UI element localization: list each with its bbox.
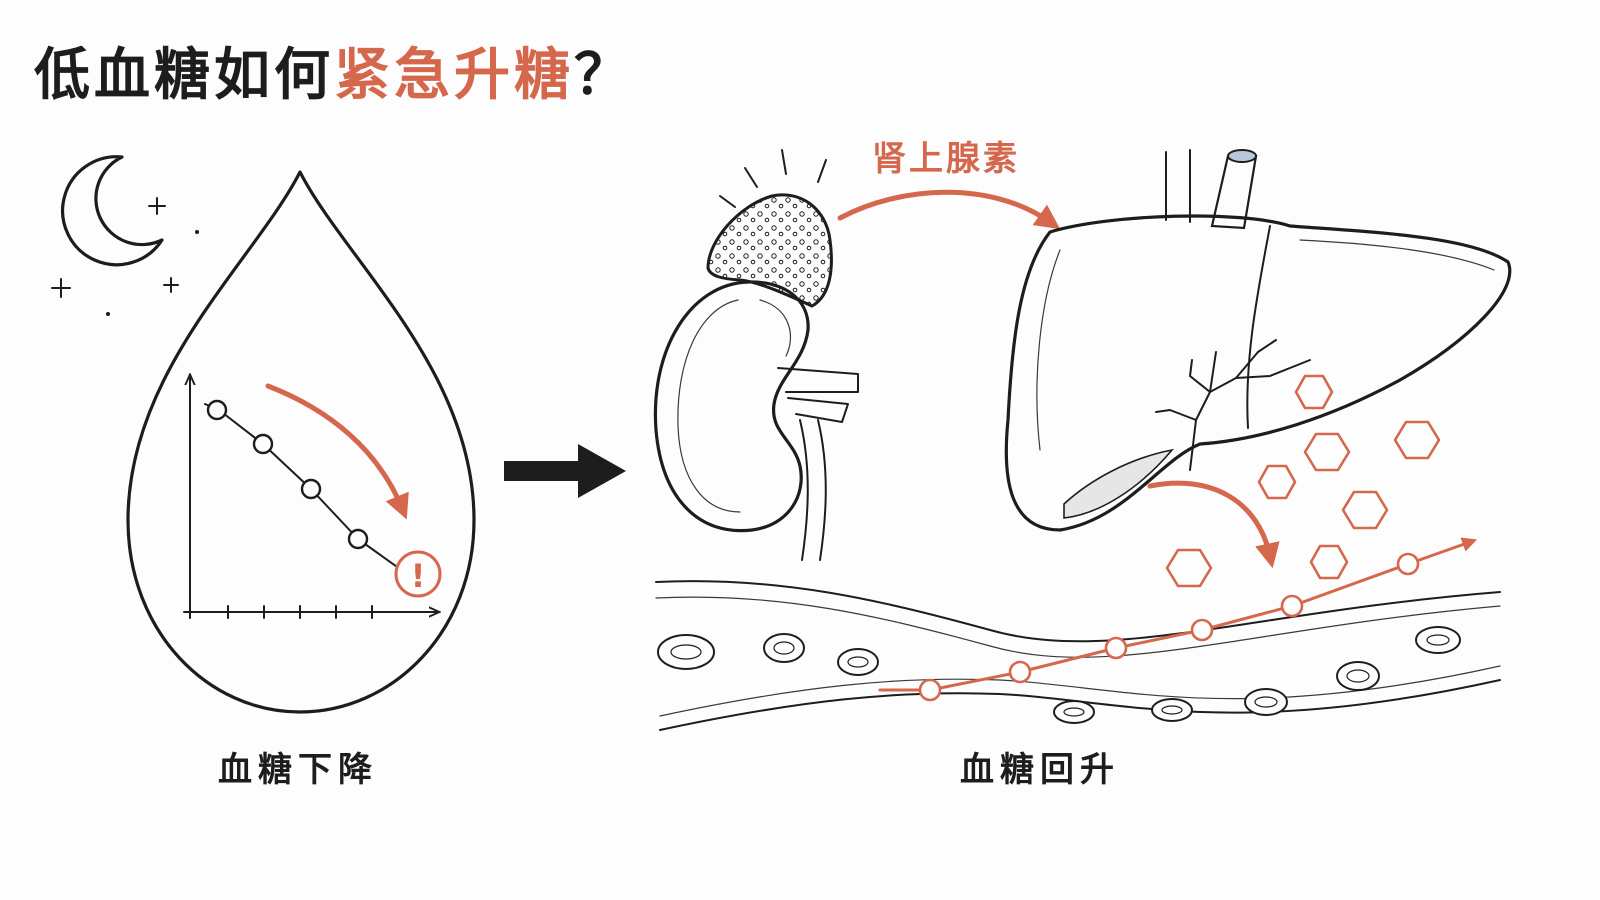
blood-drop-group: !	[126, 170, 476, 714]
blood-cell	[657, 634, 715, 670]
glucose-hexagon	[1303, 432, 1351, 472]
liver-contour	[1036, 249, 1061, 451]
aorta-opening	[1227, 149, 1257, 163]
ureter	[817, 419, 827, 561]
star-icon	[163, 277, 179, 293]
trend-point	[1190, 618, 1214, 642]
vessel-wall-top	[655, 580, 1501, 643]
caption-glucose-rise: 血糖回升	[960, 750, 1120, 790]
drop-chart-ticks	[227, 605, 373, 619]
caption-glucose-drop: 血糖下降	[218, 750, 378, 790]
alert-icon: !	[394, 550, 442, 598]
star-dot	[106, 312, 110, 316]
vessel-wall-top	[655, 596, 1501, 658]
glucose-hexagon	[1309, 544, 1349, 580]
trend-point	[1396, 552, 1420, 576]
liver-contour	[1299, 239, 1495, 271]
trend-point	[347, 528, 369, 550]
blood-cell	[1336, 661, 1380, 691]
kidney-inner-contour	[759, 299, 792, 357]
trend-point	[300, 478, 322, 500]
liver-underside	[1063, 448, 1175, 519]
trend-point	[1104, 636, 1128, 660]
vessel-wall-bottom	[659, 679, 1501, 731]
adrenaline-arrow	[837, 189, 1061, 230]
rise-trend-line	[878, 537, 1478, 692]
glucose-molecules	[1165, 374, 1441, 588]
trend-point	[918, 678, 942, 702]
glucose-hexagon	[1257, 464, 1297, 500]
kidney-adrenal-group	[653, 149, 859, 561]
liver-group	[1004, 149, 1512, 532]
night-sky-group	[51, 155, 199, 316]
glucose-hexagon	[1341, 490, 1389, 530]
alert-mark: !	[411, 557, 426, 595]
trend-point	[1280, 594, 1304, 618]
star-icon	[51, 278, 71, 298]
falling-arrow	[265, 383, 409, 520]
star-icon	[148, 197, 166, 215]
hepatic-vessels	[1155, 339, 1311, 471]
trend-point	[206, 399, 228, 421]
kidney-inner-contour	[677, 299, 741, 513]
label-adrenaline: 肾上腺素	[872, 139, 1020, 179]
blood-vessel-group	[655, 537, 1501, 731]
activation-burst-icon	[719, 149, 827, 208]
page-title: 低血糖如何紧急升糖？	[34, 30, 634, 111]
blood-cell	[1151, 698, 1193, 722]
ureter	[799, 419, 809, 561]
right-arrow-icon	[504, 444, 626, 498]
rise-trend-points	[918, 552, 1420, 702]
liver-lobe-division	[1246, 225, 1271, 429]
glucose-release-arrow	[1147, 480, 1280, 569]
blood-drop-outline	[126, 170, 476, 714]
blood-cell	[763, 633, 805, 663]
renal-vessel	[787, 397, 849, 423]
blood-cell	[1415, 626, 1461, 654]
kidney	[653, 280, 810, 533]
glucose-hexagon	[1294, 374, 1334, 410]
title-part-plain: 低血糖如何	[34, 43, 334, 108]
blood-cell	[837, 648, 879, 676]
liver	[1004, 214, 1512, 532]
title-part-question: ？	[574, 43, 634, 108]
red-blood-cells	[657, 626, 1461, 724]
vena-cava	[1165, 149, 1191, 223]
star-dot	[195, 230, 199, 234]
title-part-accent: 紧急升糖	[334, 43, 574, 108]
drop-trend-points	[206, 399, 369, 550]
trend-point	[252, 433, 274, 455]
trend-point	[1008, 660, 1032, 684]
blood-cell	[1244, 688, 1288, 716]
renal-vessel	[777, 367, 859, 393]
glucose-hexagon	[1165, 548, 1213, 588]
adrenal-gland	[706, 193, 833, 308]
glucose-hexagon	[1393, 420, 1441, 460]
moon-icon	[61, 155, 164, 267]
blood-cell	[1053, 700, 1095, 724]
